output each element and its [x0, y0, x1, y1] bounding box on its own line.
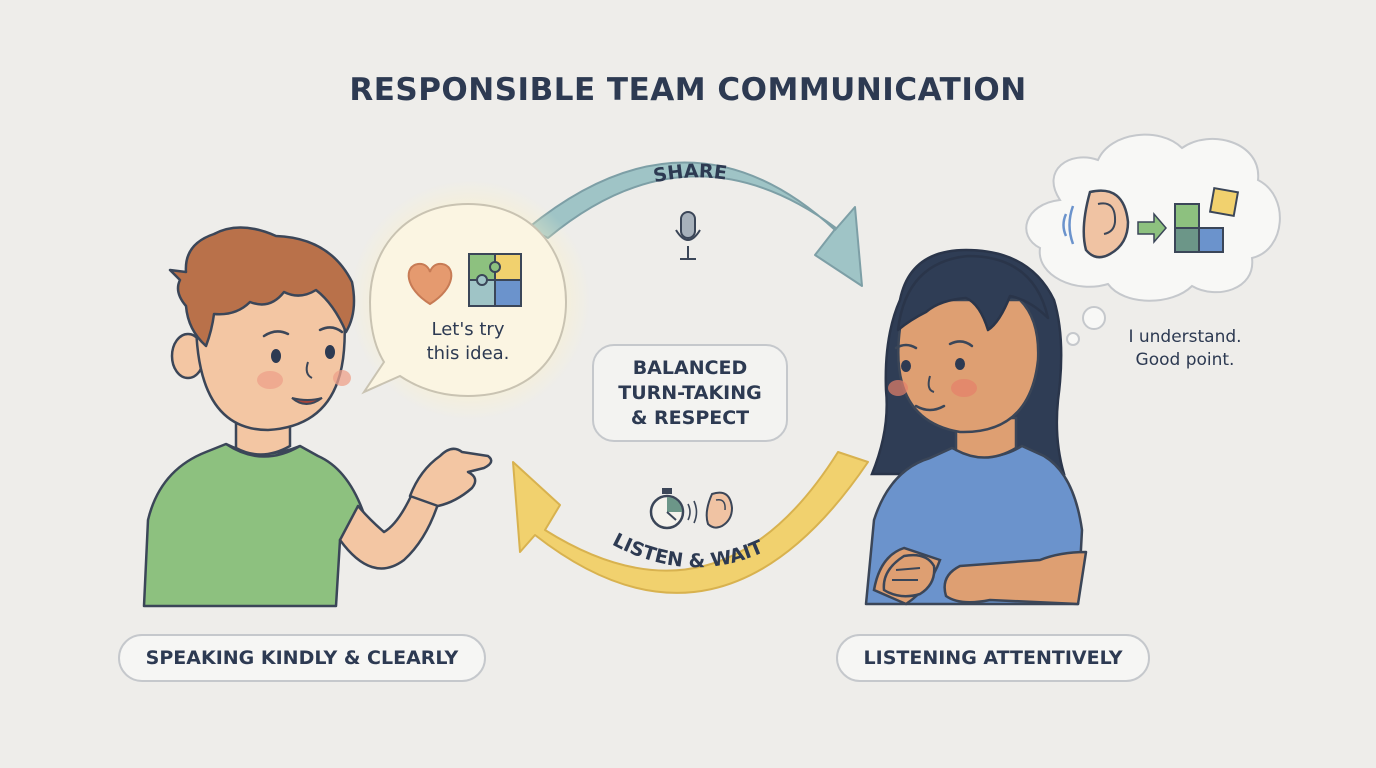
center-principle-box: BALANCED TURN-TAKING & RESPECT	[592, 344, 788, 442]
share-arrow	[527, 161, 863, 287]
speech-line-2: this idea.	[426, 343, 510, 364]
speech-bubble-text: Let's try this idea.	[398, 318, 538, 366]
center-line-3: & RESPECT	[630, 406, 750, 429]
center-line-2: TURN-TAKING	[618, 381, 762, 404]
stopwatch-icon	[649, 488, 698, 530]
thought-line-2: Good point.	[1135, 350, 1235, 370]
ear-icon	[705, 491, 734, 529]
page-title: RESPONSIBLE TEAM COMMUNICATION	[349, 72, 1027, 108]
arrow-right-icon	[1137, 211, 1167, 245]
speaker-label: SPEAKING KINDLY & CLEARLY	[118, 634, 486, 682]
ear-icon-large	[1082, 189, 1130, 259]
speech-line-1: Let's try	[431, 319, 505, 340]
microphone-icon	[675, 211, 701, 260]
puzzle-icon-thought	[1174, 186, 1240, 253]
listen-wait-arrow	[512, 451, 869, 594]
center-line-1: BALANCED	[632, 356, 748, 379]
listener-label: LISTENING ATTENTIVELY	[836, 634, 1150, 682]
share-label: SHARE	[651, 160, 728, 187]
heart-icon	[407, 262, 453, 306]
listener-girl	[864, 248, 1088, 606]
speech-bubble	[361, 202, 568, 398]
speaker-boy	[142, 226, 493, 608]
puzzle-icon	[468, 253, 522, 307]
thought-bubble	[1025, 133, 1281, 346]
thought-line-1: I understand.	[1128, 327, 1242, 347]
thought-bubble-text: I understand. Good point.	[1110, 326, 1260, 372]
sound-waves-icon	[1062, 205, 1075, 245]
